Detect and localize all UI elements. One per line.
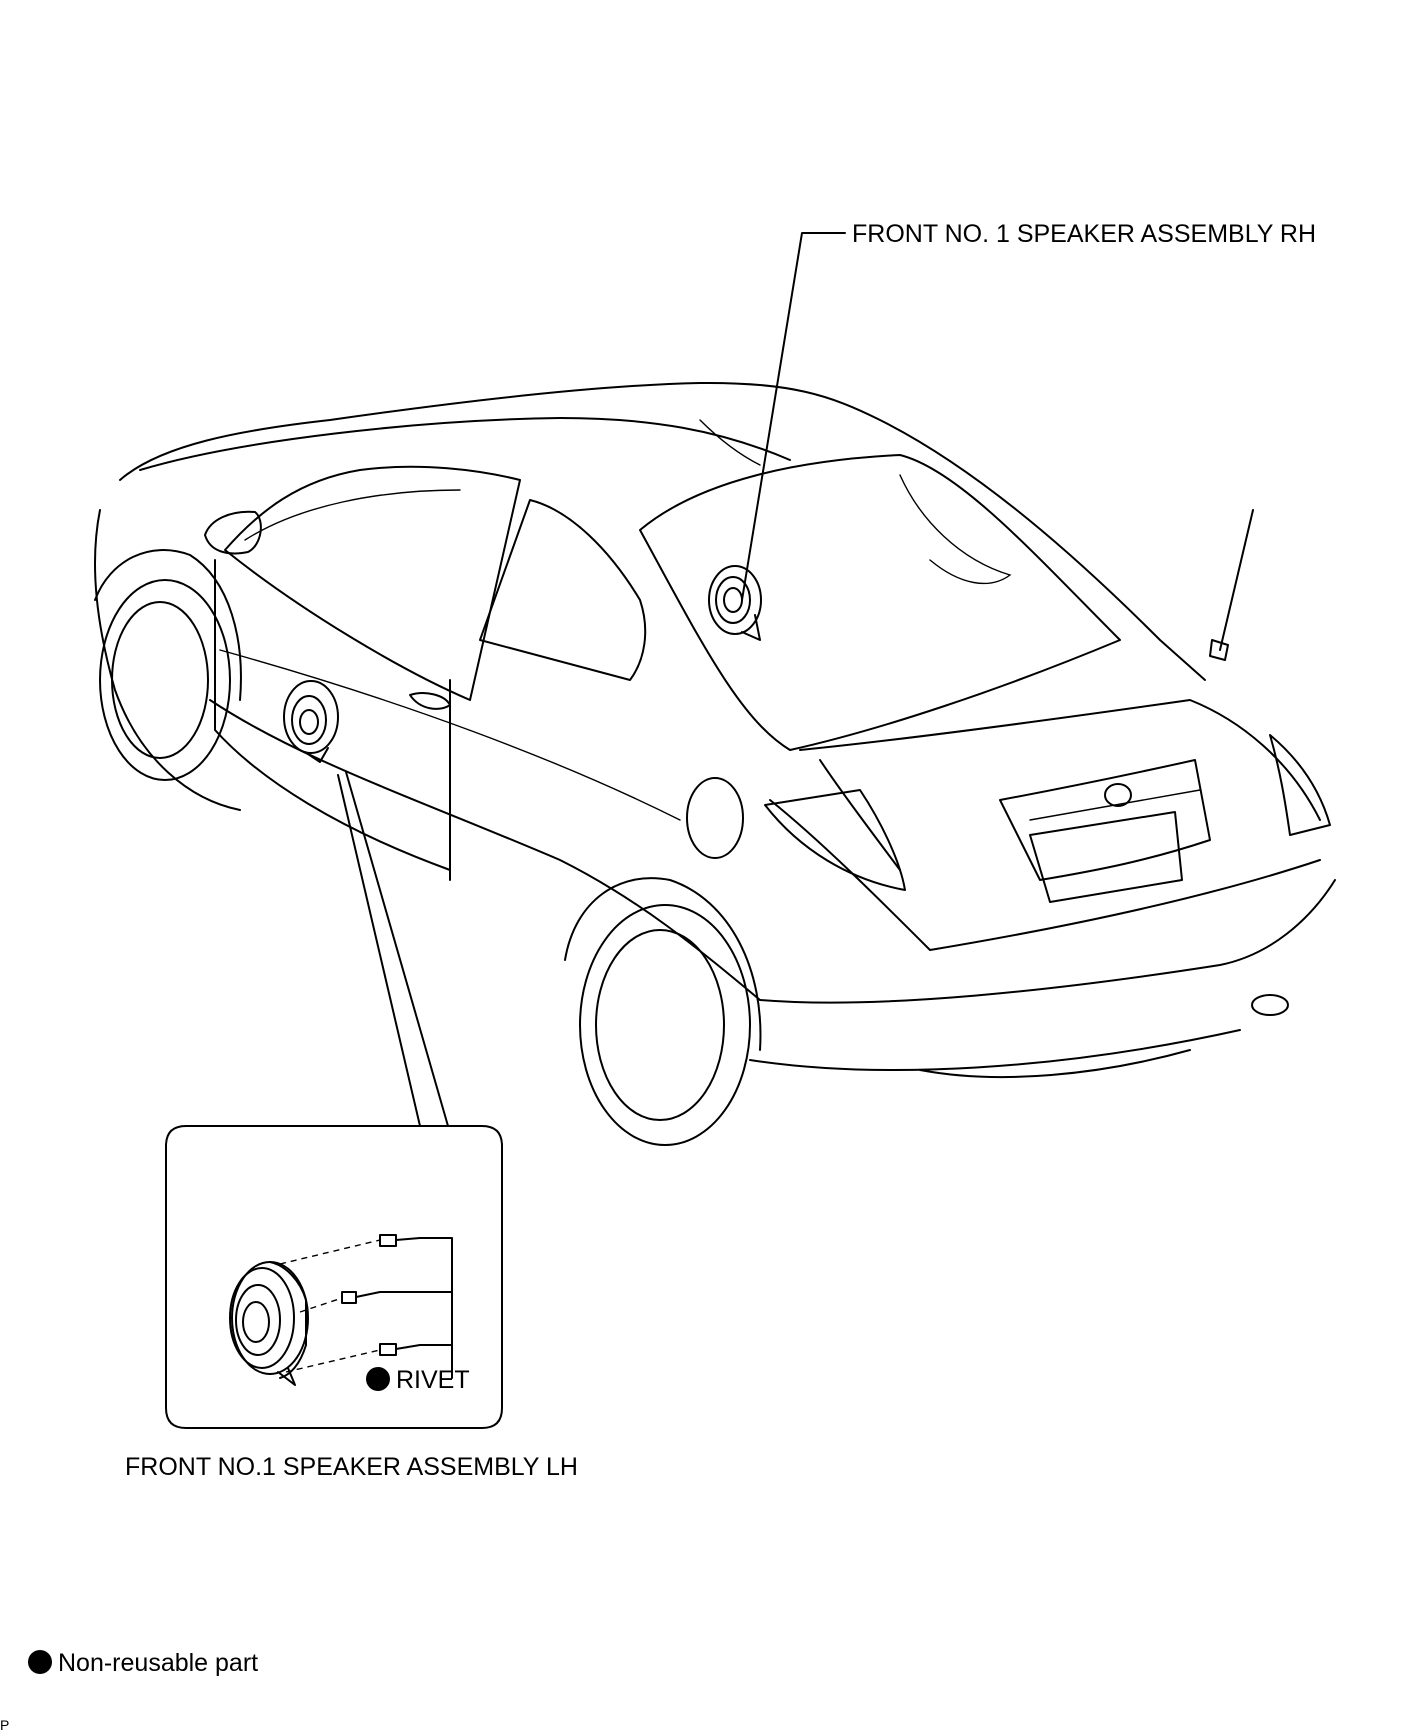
filled-circle-icon — [28, 1650, 52, 1674]
speaker-lh-label: FRONT NO.1 SPEAKER ASSEMBLY LH — [125, 1453, 578, 1481]
leader-line-lh-right — [345, 771, 449, 1127]
speaker-detail-illustration — [229, 1261, 309, 1386]
filled-circle-icon — [366, 1367, 390, 1391]
rivets-illustration — [279, 1234, 453, 1379]
legend-non-reusable: Non-reusable part — [28, 1650, 258, 1676]
rivet-label: RIVET — [366, 1367, 470, 1393]
leader-line-lh-left — [337, 774, 421, 1127]
corner-mark: P — [0, 1717, 10, 1733]
car-outline — [94, 381, 1336, 1146]
detail-callout-box — [165, 1125, 503, 1429]
speaker-rh-illustration — [708, 565, 762, 641]
speaker-lh-illustration — [283, 680, 339, 763]
rivet-text: RIVET — [396, 1366, 470, 1394]
speaker-rh-label: FRONT NO. 1 SPEAKER ASSEMBLY RH — [852, 220, 1317, 248]
legend-text: Non-reusable part — [58, 1649, 259, 1677]
leader-line-rh — [741, 232, 846, 601]
